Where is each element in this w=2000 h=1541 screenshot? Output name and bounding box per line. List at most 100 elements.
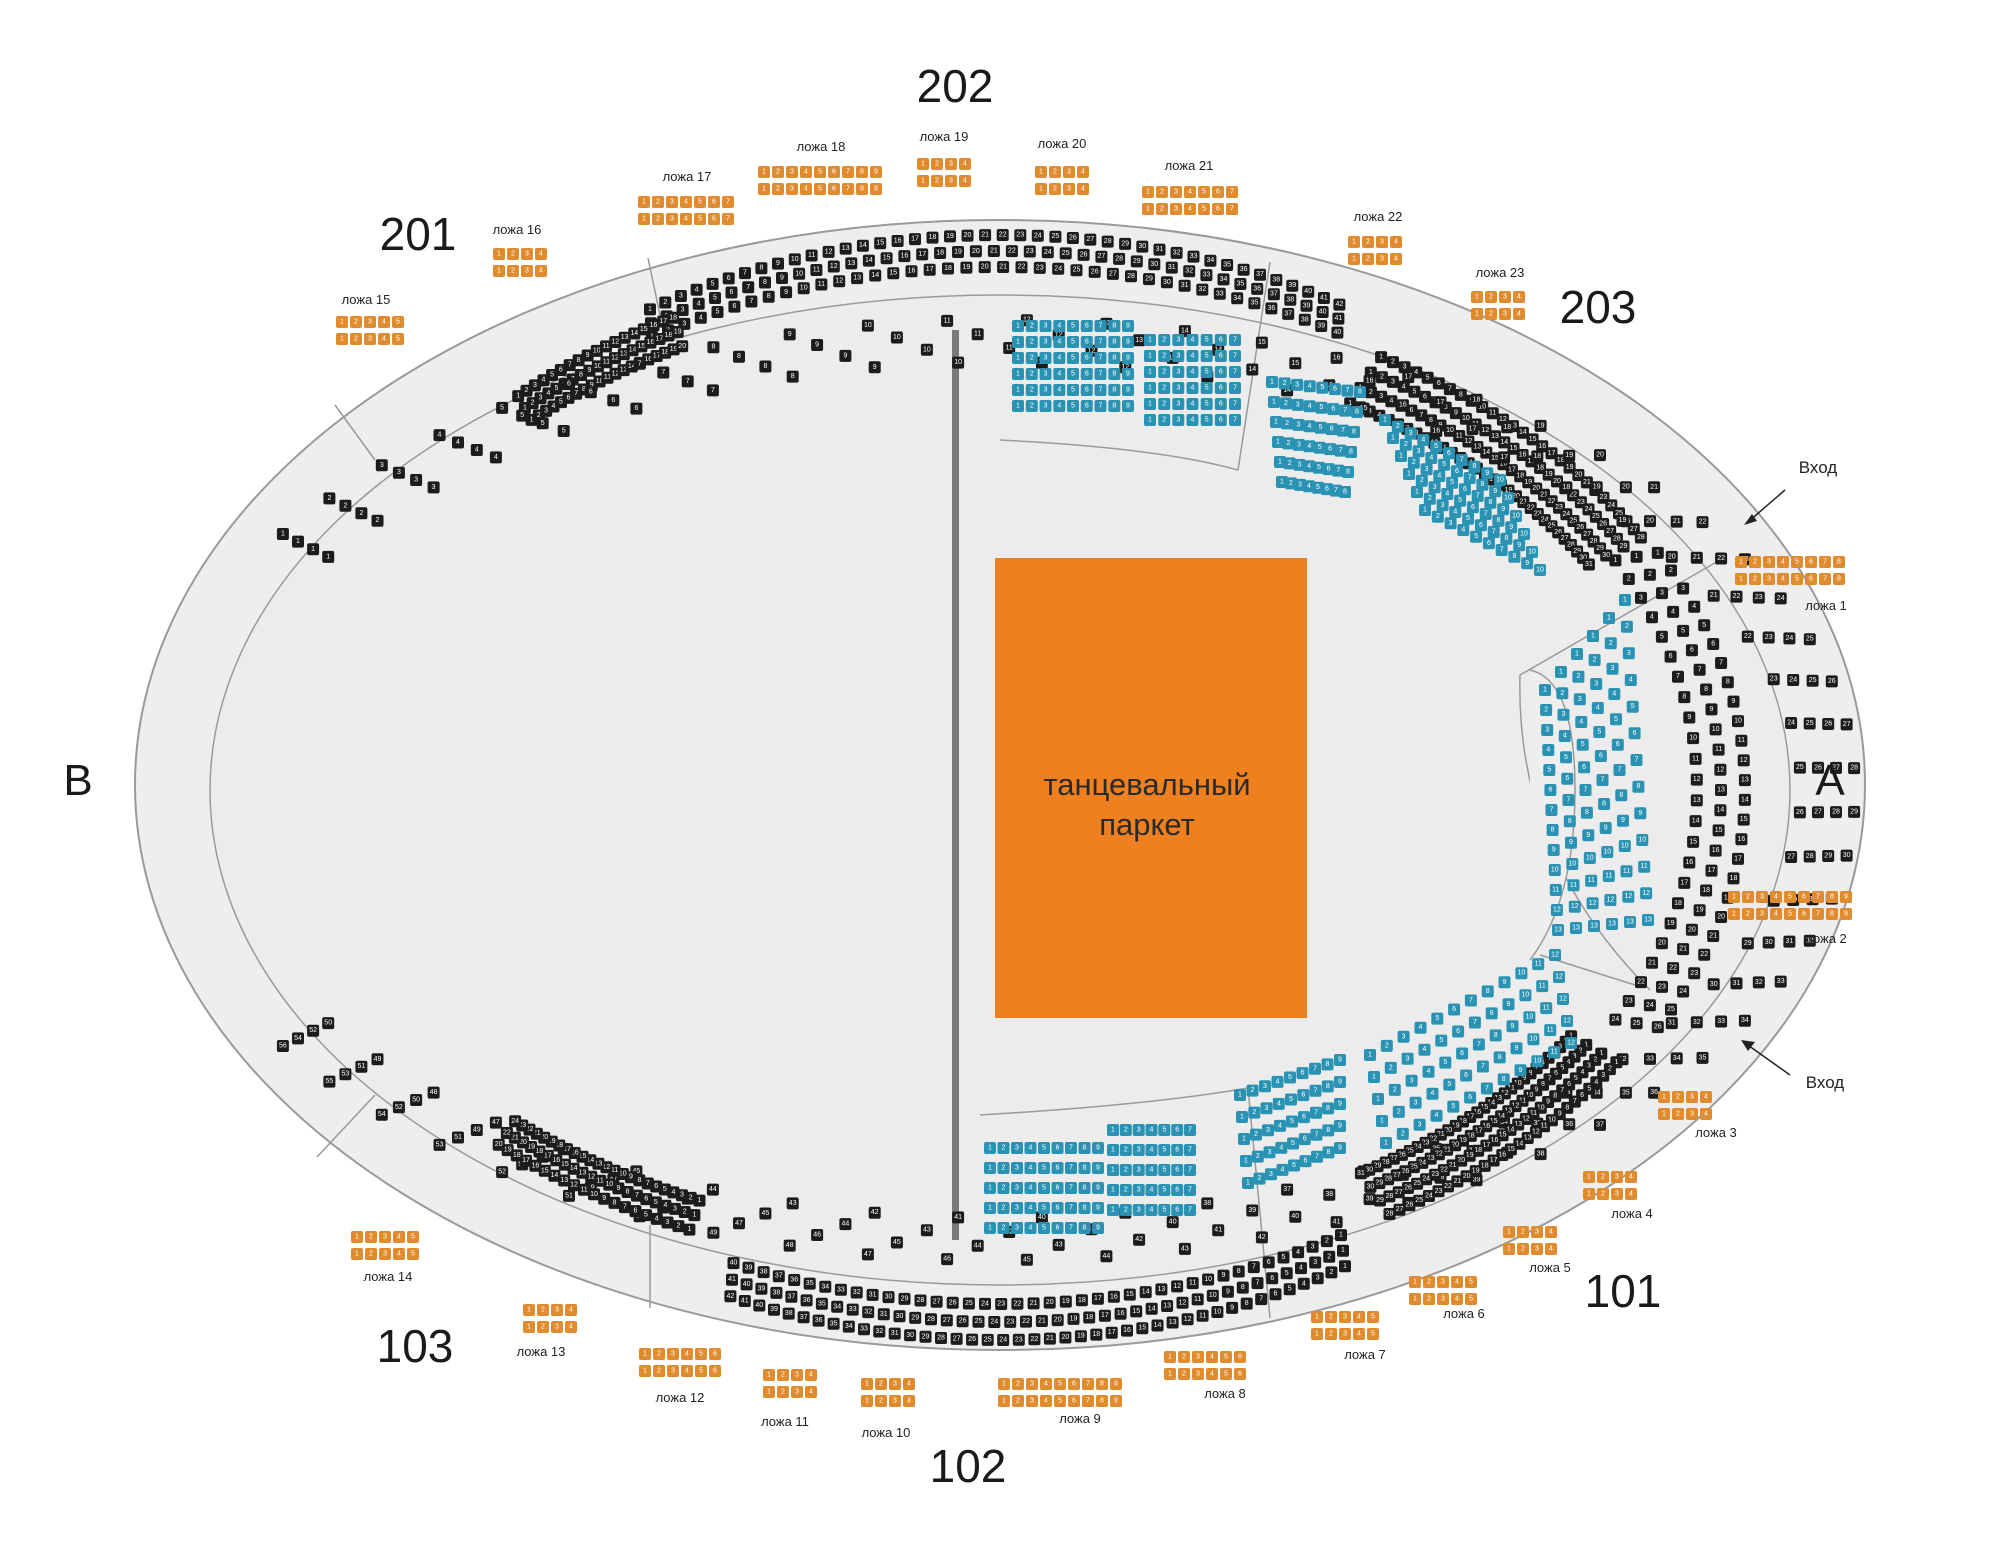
seat-203[interactable]: [1375, 371, 1388, 384]
seat-b-side[interactable]: [1052, 1238, 1065, 1251]
seat-b-side[interactable]: [1648, 481, 1661, 494]
seat-202[interactable]: [1204, 254, 1217, 267]
seat-202[interactable]: [1302, 285, 1315, 298]
seat-202[interactable]: [728, 300, 741, 313]
seat-202[interactable]: [839, 242, 852, 255]
seat-b-side[interactable]: [1363, 1193, 1376, 1206]
seat-b-side[interactable]: [1501, 421, 1514, 434]
seat-202[interactable]: [969, 245, 982, 258]
seat-202[interactable]: [1332, 312, 1345, 325]
seat-202[interactable]: [887, 267, 900, 280]
seat-b-side[interactable]: [1825, 675, 1838, 688]
seat-202[interactable]: [1070, 264, 1083, 277]
seat-202[interactable]: [810, 264, 823, 276]
seat-202[interactable]: [1286, 279, 1299, 292]
seat-b-side[interactable]: [452, 1131, 464, 1144]
seat-202[interactable]: [739, 267, 751, 280]
seat-b-side[interactable]: [783, 328, 796, 341]
seat-b-side[interactable]: [1434, 396, 1447, 409]
seat-b-side[interactable]: [1255, 1231, 1268, 1244]
seat-202[interactable]: [1237, 263, 1250, 276]
seat-b-side[interactable]: [1178, 1242, 1191, 1255]
seat-b-side[interactable]: [1363, 374, 1376, 387]
seat-b-side[interactable]: [1822, 718, 1835, 730]
seat-b-side[interactable]: [339, 499, 352, 512]
seat-202[interactable]: [1248, 297, 1261, 310]
seat-b-side[interactable]: [323, 1075, 336, 1088]
seat-202[interactable]: [797, 282, 810, 295]
seat-202[interactable]: [856, 239, 869, 252]
seat-202[interactable]: [1217, 273, 1230, 286]
seat-202[interactable]: [898, 250, 911, 263]
seat-202[interactable]: [1213, 287, 1226, 300]
seat-b-side[interactable]: [1803, 934, 1816, 947]
seat-202[interactable]: [869, 269, 882, 282]
seat-b-side[interactable]: [1594, 1118, 1606, 1131]
seat-202[interactable]: [1136, 240, 1149, 253]
seat-203[interactable]: [1459, 412, 1472, 425]
seat-202[interactable]: [1267, 288, 1280, 301]
seat-b-side[interactable]: [941, 314, 954, 327]
seat-202[interactable]: [1106, 267, 1119, 280]
seat-b-side[interactable]: [707, 1226, 720, 1239]
seat-b-side[interactable]: [1563, 449, 1576, 462]
seat-203[interactable]: [1617, 540, 1630, 553]
seat-202[interactable]: [1113, 252, 1126, 265]
seat-202[interactable]: [1284, 293, 1297, 306]
seat-b-side[interactable]: [1803, 633, 1816, 646]
seat-b-side[interactable]: [1020, 1253, 1033, 1266]
seat-202[interactable]: [996, 229, 1009, 241]
seat-b-side[interactable]: [1738, 1014, 1751, 1027]
seat-203[interactable]: [1498, 436, 1511, 449]
seat-202[interactable]: [1315, 320, 1328, 332]
seat-201[interactable]: [667, 311, 680, 324]
seat-b-side[interactable]: [1715, 552, 1728, 565]
seat-201[interactable]: [671, 326, 684, 338]
seat-203[interactable]: [1425, 414, 1437, 427]
seat-b-side[interactable]: [1470, 1174, 1483, 1187]
seat-202[interactable]: [694, 311, 707, 324]
seat-201[interactable]: [657, 315, 670, 328]
seat-b-side[interactable]: [1212, 1224, 1225, 1237]
seat-202[interactable]: [862, 254, 875, 267]
seat-202[interactable]: [1014, 229, 1027, 242]
seat-202[interactable]: [1143, 273, 1155, 286]
seat-202[interactable]: [926, 231, 939, 244]
seat-b-side[interactable]: [707, 341, 720, 354]
seat-202[interactable]: [755, 262, 768, 275]
seat-202[interactable]: [1130, 255, 1143, 268]
seat-b-side[interactable]: [292, 535, 304, 548]
seat-202[interactable]: [1270, 274, 1283, 286]
seat-202[interactable]: [1148, 258, 1161, 271]
seat-202[interactable]: [1170, 246, 1183, 259]
seat-b-side[interactable]: [292, 1032, 304, 1045]
seat-b-side[interactable]: [1696, 516, 1709, 529]
seat-202[interactable]: [1049, 230, 1062, 243]
seat-b-side[interactable]: [1840, 849, 1853, 862]
seat-203[interactable]: [1444, 424, 1456, 437]
seat-203[interactable]: [1486, 407, 1499, 420]
seat-203[interactable]: [1489, 430, 1501, 443]
seat-202[interactable]: [905, 265, 918, 278]
seat-203[interactable]: [1526, 433, 1539, 446]
seat-202[interactable]: [874, 237, 887, 250]
seat-b-side[interactable]: [392, 466, 405, 479]
seat-b-side[interactable]: [563, 1189, 575, 1202]
seat-201[interactable]: [581, 349, 594, 362]
seat-202[interactable]: [1005, 245, 1018, 258]
seat-b-side[interactable]: [1534, 419, 1547, 432]
seat-202[interactable]: [952, 246, 964, 258]
seat-202[interactable]: [772, 257, 784, 270]
seat-b-side[interactable]: [1563, 1118, 1576, 1131]
seat-203[interactable]: [1453, 430, 1466, 442]
seat-b-side[interactable]: [584, 386, 597, 399]
seat-b-side[interactable]: [1100, 1250, 1113, 1263]
seat-202[interactable]: [944, 230, 956, 243]
seat-202[interactable]: [659, 296, 672, 309]
seat-b-side[interactable]: [1848, 762, 1861, 775]
seat-202[interactable]: [979, 229, 992, 242]
seat-203[interactable]: [1536, 440, 1549, 453]
seat-b-side[interactable]: [1619, 481, 1632, 494]
seat-202[interactable]: [916, 248, 929, 261]
seat-202[interactable]: [833, 275, 846, 288]
